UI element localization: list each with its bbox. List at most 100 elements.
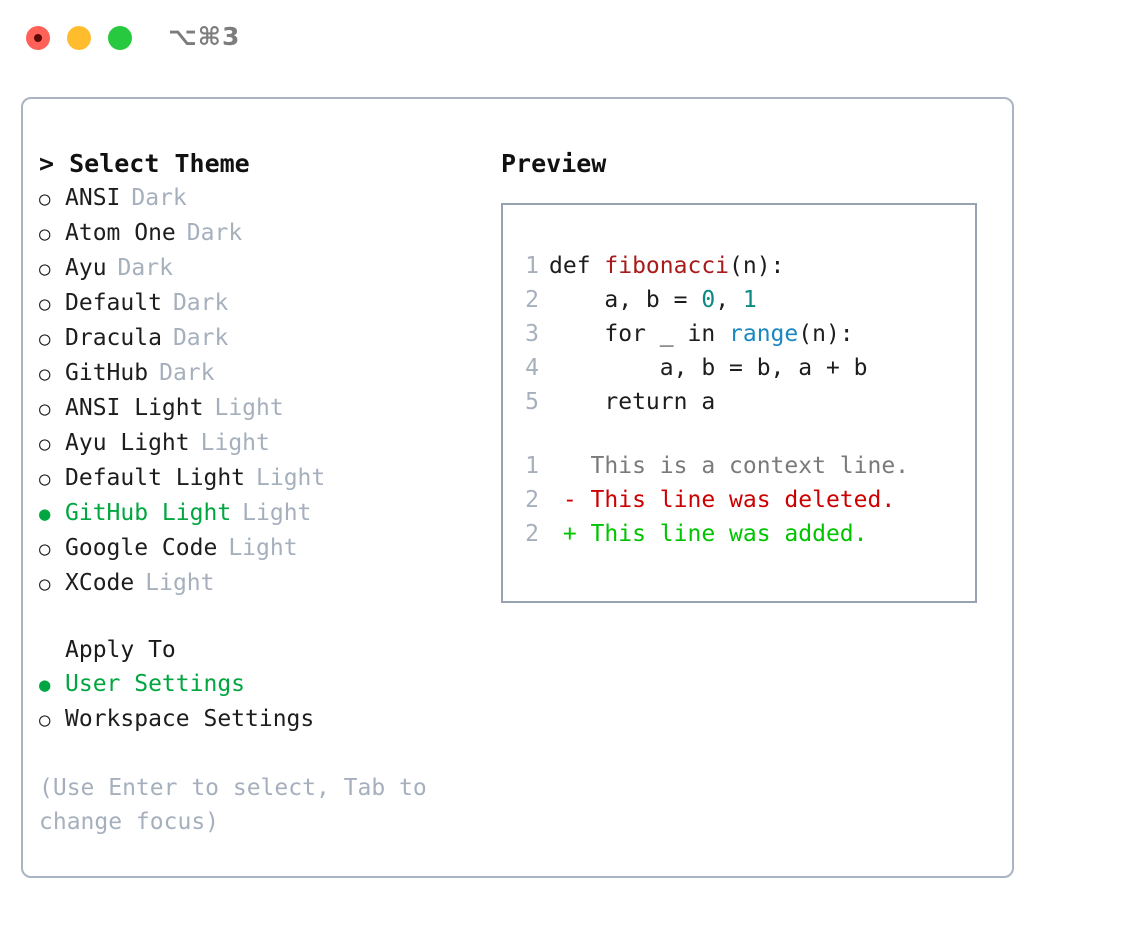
radio-unselected-icon: ○ bbox=[39, 363, 51, 385]
line-number: 2 bbox=[525, 487, 539, 513]
diff-line-add: 2 + This line was added. bbox=[503, 517, 975, 551]
theme-option-github-light[interactable]: ● GitHub Light Light bbox=[39, 496, 469, 531]
apply-to-option-workspace-settings[interactable]: ○ Workspace Settings bbox=[39, 702, 469, 737]
theme-option-kind-badge: Dark bbox=[186, 220, 243, 246]
theme-option-kind-badge: Light bbox=[214, 395, 284, 421]
line-number: 2 bbox=[525, 287, 539, 313]
theme-option-label: GitHub Light bbox=[65, 500, 232, 526]
theme-option-label: Google Code bbox=[65, 535, 218, 561]
theme-option-ansi[interactable]: ○ ANSI Dark bbox=[39, 181, 469, 216]
keyboard-hint-text: (Use Enter to select, Tab to change focu… bbox=[39, 775, 427, 835]
theme-option-google-code[interactable]: ○ Google Code Light bbox=[39, 531, 469, 566]
radio-selected-icon: ● bbox=[39, 674, 51, 696]
theme-option-kind-badge: Dark bbox=[159, 360, 215, 386]
theme-option-default[interactable]: ○ Default Dark bbox=[39, 286, 469, 321]
theme-option-label: ANSI bbox=[65, 185, 121, 211]
code-token: (n): bbox=[798, 321, 854, 347]
theme-option-label: XCode bbox=[65, 570, 135, 596]
zoom-button[interactable] bbox=[108, 26, 132, 50]
radio-unselected-icon: ○ bbox=[39, 398, 51, 420]
apply-to-section: Apply To ● User Settings ○ Workspace Settin… bbox=[39, 633, 469, 737]
line-number: 1 bbox=[525, 453, 539, 479]
theme-option-github[interactable]: ○ GitHub Dark bbox=[39, 356, 469, 391]
code-token: fibonacci bbox=[604, 253, 730, 279]
minimize-button[interactable] bbox=[67, 26, 91, 50]
apply-to-option-user-settings[interactable]: ● User Settings bbox=[39, 667, 469, 702]
radio-unselected-icon: ○ bbox=[39, 328, 51, 350]
apply-to-options[interactable]: ● User Settings ○ Workspace Settings bbox=[39, 667, 469, 737]
apply-to-option-label: User Settings bbox=[65, 671, 246, 697]
theme-option-label: Dracula bbox=[65, 325, 162, 351]
theme-option-kind-badge: Dark bbox=[172, 325, 229, 351]
theme-option-kind-badge: Dark bbox=[172, 290, 229, 316]
line-number: 3 bbox=[525, 321, 539, 347]
code-token: return a bbox=[549, 389, 716, 415]
theme-option-kind-badge: Light bbox=[228, 535, 298, 561]
diff-line-del: 2 - This line was deleted. bbox=[503, 483, 975, 517]
theme-option-kind-badge: Light bbox=[200, 430, 270, 456]
line-number: 2 bbox=[525, 521, 539, 547]
radio-selected-icon: ● bbox=[39, 503, 51, 525]
theme-option-kind-badge: Light bbox=[256, 465, 326, 491]
code-line: 5 return a bbox=[503, 385, 975, 419]
apply-to-heading: Apply To bbox=[65, 637, 176, 663]
radio-unselected-icon: ○ bbox=[39, 468, 51, 490]
line-number: 1 bbox=[525, 253, 539, 279]
code-line: 3 for _ in range(n): bbox=[503, 317, 975, 351]
code-token: (n): bbox=[729, 253, 785, 279]
preview-heading: Preview bbox=[501, 149, 607, 178]
theme-option-label: Ayu Light bbox=[65, 430, 190, 456]
radio-unselected-icon: ○ bbox=[39, 223, 51, 245]
theme-option-label: Default bbox=[65, 290, 162, 316]
window-controls bbox=[26, 26, 132, 50]
code-token: a, b = b, a + b bbox=[549, 355, 868, 381]
radio-unselected-icon: ○ bbox=[39, 188, 51, 210]
line-number: 4 bbox=[525, 355, 539, 381]
diff-line-text: This is a context line. bbox=[549, 453, 910, 479]
radio-unselected-icon: ○ bbox=[39, 293, 51, 315]
radio-unselected-icon: ○ bbox=[39, 709, 51, 731]
select-theme-heading: > Select Theme bbox=[39, 149, 250, 178]
code-token: 1 bbox=[742, 287, 757, 313]
diff-line-text: - This line was deleted. bbox=[549, 487, 896, 513]
diff-line-ctx: 1 This is a context line. bbox=[503, 449, 975, 483]
code-token: , bbox=[715, 287, 743, 313]
code-line: 4 a, b = b, a + b bbox=[503, 351, 975, 385]
theme-option-dracula[interactable]: ○ Dracula Dark bbox=[39, 321, 469, 356]
theme-option-kind-badge: Dark bbox=[117, 255, 173, 281]
title-bar: ⌥⌘3 bbox=[0, 0, 1140, 76]
theme-option-kind-badge: Light bbox=[242, 500, 312, 526]
keyboard-shortcut-label: ⌥⌘3 bbox=[168, 22, 241, 51]
code-token: a, b = bbox=[549, 287, 702, 313]
radio-unselected-icon: ○ bbox=[39, 538, 51, 560]
theme-option-label: GitHub bbox=[65, 360, 149, 386]
theme-option-label: Ayu bbox=[65, 255, 107, 281]
code-token: range bbox=[729, 321, 799, 347]
theme-option-label: Atom One bbox=[65, 220, 176, 246]
theme-option-kind-badge: Light bbox=[145, 570, 215, 596]
theme-option-atom-one[interactable]: ○ Atom One Dark bbox=[39, 216, 469, 251]
close-button[interactable] bbox=[26, 26, 50, 50]
code-diff-separator bbox=[503, 419, 975, 449]
radio-unselected-icon: ○ bbox=[39, 573, 51, 595]
line-number: 5 bbox=[525, 389, 539, 415]
radio-unselected-icon: ○ bbox=[39, 433, 51, 455]
code-line: 2 a, b = 0, 1 bbox=[503, 283, 975, 317]
code-token: 0 bbox=[701, 287, 716, 313]
theme-option-kind-badge: Dark bbox=[131, 185, 187, 211]
apply-to-option-label: Workspace Settings bbox=[65, 706, 315, 732]
code-token: for _ in bbox=[549, 321, 730, 347]
theme-option-ayu-light[interactable]: ○ Ayu Light Light bbox=[39, 426, 469, 461]
theme-option-xcode[interactable]: ○ XCode Light bbox=[39, 566, 469, 601]
